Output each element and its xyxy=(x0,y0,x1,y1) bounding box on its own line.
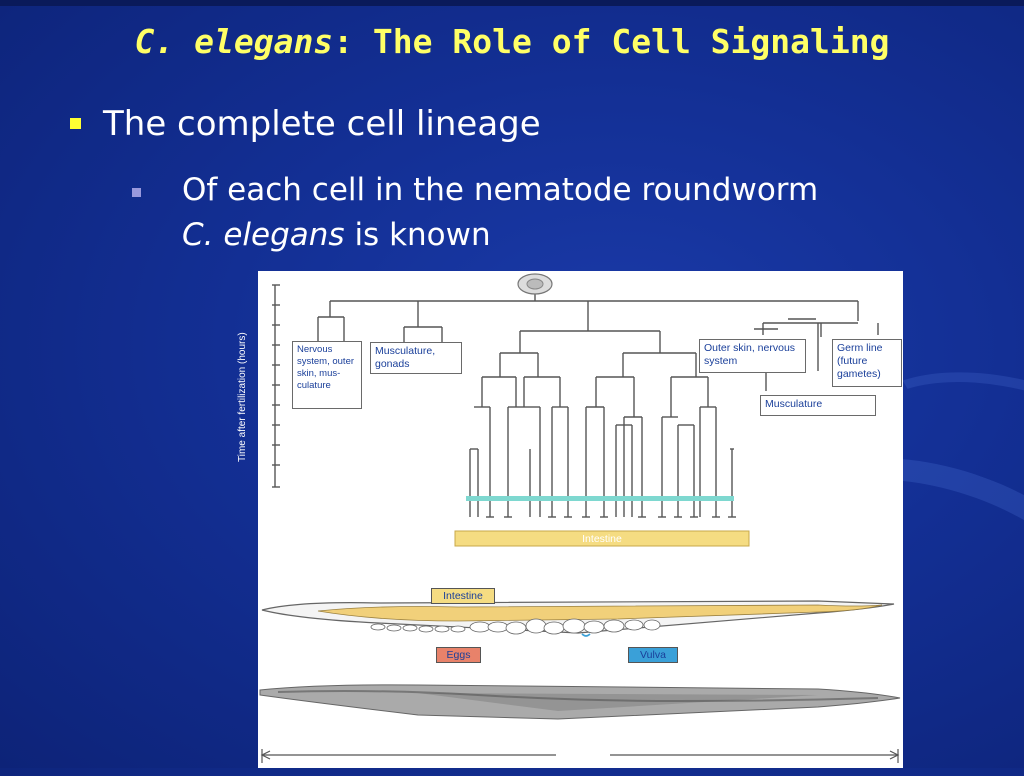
time-marker-line xyxy=(466,496,734,501)
label-nervous-system: Nervous system, outer skin, mus- culatur… xyxy=(292,341,362,409)
label-eggs: Eggs xyxy=(436,647,481,663)
label-outer-skin: Outer skin, nervous system xyxy=(699,339,806,373)
slide-title: C. elegans: The Role of Cell Signaling xyxy=(0,22,1024,61)
label-vulva: Vulva xyxy=(628,647,678,663)
y-axis-label: Time after fertilization (hours) xyxy=(237,262,248,462)
lineage-figure: Nervous system, outer skin, mus- culatur… xyxy=(258,271,903,768)
bullet-level1: The complete cell lineage xyxy=(70,104,541,144)
bullet2-line2: C. elegans is known xyxy=(182,213,818,258)
worm-diagram xyxy=(262,601,894,636)
label-germ-line: Germ line (future gametes) xyxy=(832,339,902,387)
worm-micrograph xyxy=(260,685,900,719)
intestine-bar-label: Intestine xyxy=(455,532,749,546)
square-bullet-icon xyxy=(132,188,141,197)
square-bullet-icon xyxy=(70,118,81,129)
top-bar xyxy=(0,0,1024,6)
bullet2-line1: Of each cell in the nematode roundworm xyxy=(182,168,818,213)
label-intestine: Intestine xyxy=(431,588,495,604)
label-musculature-gonads: Musculature, gonads xyxy=(370,342,462,374)
label-musculature: Musculature xyxy=(760,395,876,416)
